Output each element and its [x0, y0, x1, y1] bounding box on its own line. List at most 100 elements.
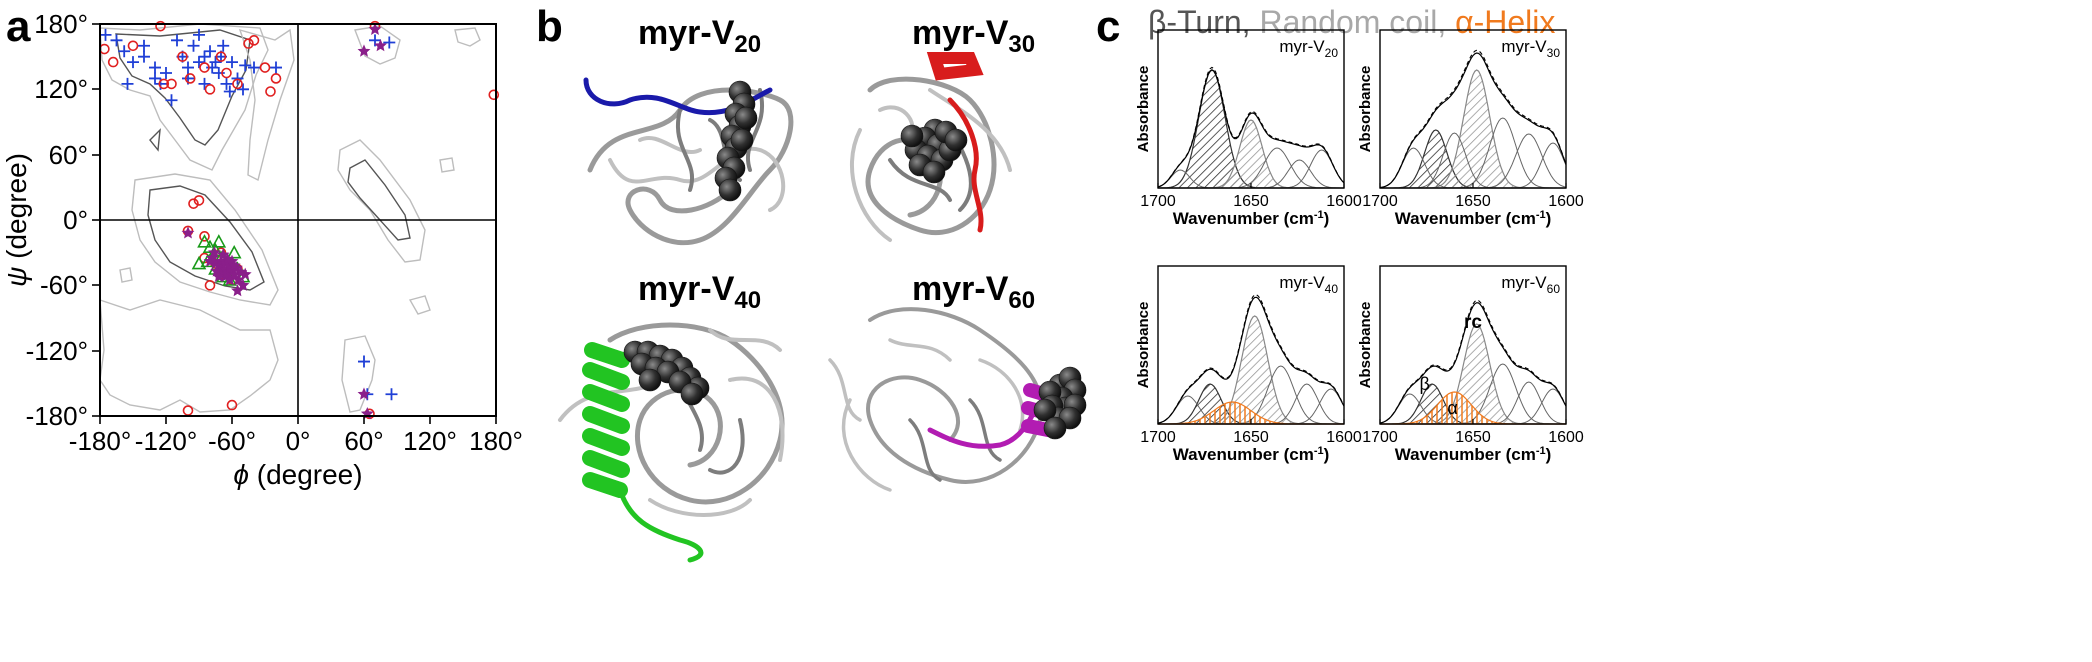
star-marker — [207, 245, 221, 259]
plus-marker — [217, 39, 230, 52]
circle-marker — [199, 62, 210, 73]
plus-marker — [149, 72, 161, 85]
ftir-x-tick: 1650 — [1233, 193, 1269, 210]
star-marker — [374, 39, 387, 52]
plus-marker — [239, 59, 252, 72]
y-tick-label: -60° — [40, 270, 88, 300]
plus-marker — [160, 67, 172, 79]
structure-title-v40: myr-V40 — [638, 270, 762, 314]
plus-marker — [99, 28, 112, 41]
ftir-y-label: Absorbance — [1135, 66, 1152, 153]
ftir-x-tick: 1700 — [1140, 193, 1176, 210]
myristoyl-sphere — [944, 128, 968, 152]
plus-marker — [383, 36, 396, 49]
plus-marker — [193, 56, 205, 69]
star-marker — [357, 44, 371, 57]
star-marker — [231, 284, 244, 297]
plus-marker — [270, 61, 282, 74]
star-marker — [357, 387, 371, 400]
star-marker — [238, 267, 252, 280]
ftir-x-tick: 1700 — [1140, 429, 1176, 446]
myristoyl-sphere — [730, 128, 754, 152]
contour-beta-dark — [115, 29, 251, 146]
ftir-x-label: Wavenumber (cm-1) — [1173, 445, 1330, 464]
circle-marker — [265, 86, 276, 97]
plus-marker — [110, 34, 123, 47]
x-tick-label: 0° — [286, 426, 311, 456]
circle-marker — [182, 405, 194, 416]
myristoyl-sphere — [900, 124, 924, 148]
plus-marker — [187, 39, 200, 52]
annotation-alpha: α — [1447, 398, 1457, 418]
legend-alpha-helix: α-Helix — [1455, 4, 1556, 40]
x-tick-label: -180° — [69, 426, 131, 456]
ftir-x-tick: 1650 — [1455, 193, 1491, 210]
fit-band-rc — [1158, 315, 1344, 425]
star-marker — [368, 22, 382, 35]
measured-spectrum — [1379, 299, 1567, 424]
ramachandran-plot: -180° -120° -60° 0° 60° 120° 180° 180° 1… — [1, 9, 523, 490]
circle-marker — [107, 56, 119, 68]
structure-title-v60: myr-V60 — [912, 270, 1036, 314]
y-tick-label: 0° — [63, 205, 88, 235]
axis-ticks — [92, 23, 497, 424]
fit-envelope — [1157, 69, 1345, 188]
plus-marker — [121, 77, 134, 90]
ftir-sample-label: myr-V60 — [1501, 273, 1560, 296]
plus-marker — [138, 39, 150, 52]
contour-misc-2 — [408, 295, 431, 315]
circle-marker — [248, 35, 260, 46]
contour-bottomright-light — [341, 335, 376, 413]
x-axis-label: ϕ (degree) — [233, 459, 362, 490]
triangle-marker — [197, 234, 212, 248]
circle-marker — [188, 198, 199, 209]
ftir-x-label: Wavenumber (cm-1) — [1395, 445, 1552, 464]
circle-marker — [226, 399, 238, 411]
myristoyl-sphere — [680, 382, 704, 406]
plus-marker — [212, 67, 225, 79]
contour-beta-light — [99, 23, 269, 171]
panel-label-a: a — [6, 2, 31, 51]
panel-label-b: b — [536, 2, 563, 51]
structure-title-v20: myr-V20 — [638, 14, 762, 58]
contour-right-dark — [347, 159, 411, 241]
ftir-x-tick: 1600 — [1548, 429, 1584, 446]
myristoyl-sphere — [1043, 416, 1067, 440]
x-tick-label: -60° — [208, 426, 256, 456]
fit-envelope — [1379, 52, 1567, 189]
x-tick-label: -120° — [135, 426, 197, 456]
circle-marker — [158, 78, 170, 90]
fit-envelope — [1157, 296, 1345, 424]
circle-marker — [243, 38, 254, 49]
legend-beta-turn: β-Turn, — [1148, 4, 1260, 40]
ftir-x-tick: 1600 — [1326, 429, 1362, 446]
structure-title-v30: myr-V30 — [912, 14, 1036, 58]
y-axis-label: ψ (degree) — [1, 153, 32, 287]
circle-marker — [221, 67, 232, 79]
measured-spectrum — [1379, 49, 1567, 189]
plus-marker — [182, 61, 194, 74]
ftir-y-label: Absorbance — [1357, 66, 1374, 153]
plus-marker — [237, 83, 249, 96]
density-contours — [99, 23, 481, 413]
circle-marker — [232, 78, 243, 90]
plus-marker — [127, 56, 139, 69]
myristoyl-sphere — [718, 178, 742, 202]
contour-alpha-light — [131, 173, 279, 306]
triangle-marker — [226, 244, 242, 259]
y-tick-label: 120° — [34, 74, 88, 104]
circle-marker — [155, 20, 166, 32]
plus-marker — [138, 50, 150, 63]
contour-misc-1 — [439, 157, 455, 173]
plus-marker — [385, 388, 398, 401]
x-tick-label: 180° — [469, 426, 523, 456]
plus-marker — [198, 77, 211, 90]
star-marker — [203, 254, 217, 267]
ftir-sample-label: myr-V30 — [1501, 37, 1560, 60]
ftir-x-tick: 1600 — [1326, 193, 1362, 210]
star-marker — [181, 226, 195, 239]
